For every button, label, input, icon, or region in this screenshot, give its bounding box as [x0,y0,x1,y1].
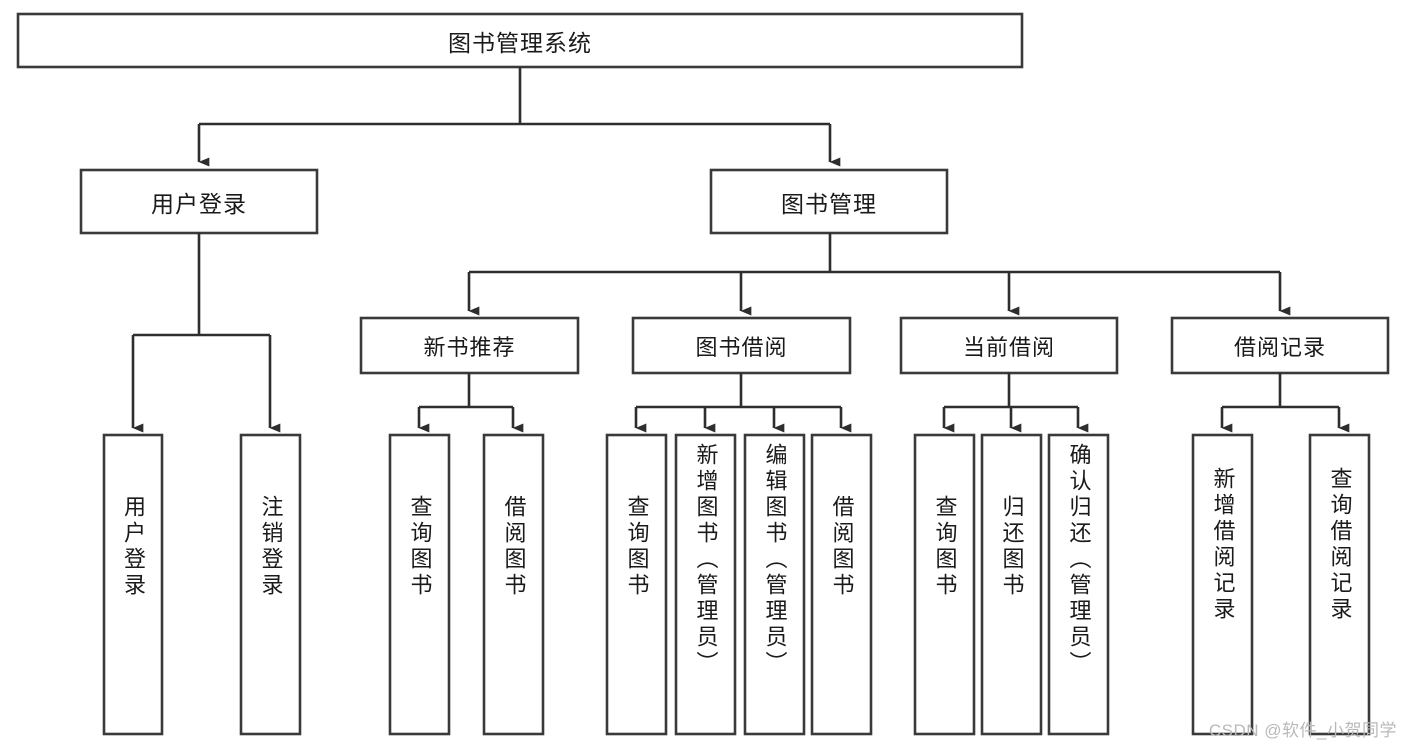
node-root-box[interactable] [16,12,1024,69]
node-leaf-user-login-box[interactable] [102,433,164,736]
node-new-book-recommend-box[interactable] [359,316,580,375]
node-leaf-query-book-new-box[interactable] [388,433,451,736]
connector-new-book-recommend-to-leaves [417,373,524,433]
connector-root-to-level2 [197,67,841,167]
csdn-watermark: CSDN @软件_小贺同学 [1208,721,1397,740]
node-leaf-query-book-current-box[interactable] [913,433,976,736]
node-leaf-edit-book-admin-box[interactable] [743,433,806,736]
node-leaf-query-book-borrow-box[interactable] [605,433,668,736]
connector-borrow-records-to-leaves [1220,373,1350,433]
node-current-borrow-box[interactable] [899,316,1119,375]
node-borrow-records-box[interactable] [1170,316,1390,375]
connector-book-management-to-level3 [467,233,1291,316]
node-leaf-borrow-book-box[interactable] [810,433,873,736]
connector-user-login-to-leaves [131,233,281,433]
node-leaf-borrow-book-new-box[interactable] [482,433,545,736]
node-leaf-add-book-admin-box[interactable] [674,433,737,736]
node-user-login-box[interactable] [79,168,319,235]
connector-current-borrow-to-leaves [942,373,1089,433]
node-leaf-add-borrow-record-box[interactable] [1191,433,1254,736]
node-book-borrow-box[interactable] [631,316,852,375]
node-leaf-query-borrow-record-box[interactable] [1308,433,1371,736]
node-leaf-confirm-return-admin-box[interactable] [1047,433,1110,736]
node-book-management-box[interactable] [709,168,949,235]
node-leaf-logout-box[interactable] [239,433,302,736]
node-leaf-return-book-box[interactable] [980,433,1043,736]
connector-book-borrow-to-leaves [634,373,852,433]
